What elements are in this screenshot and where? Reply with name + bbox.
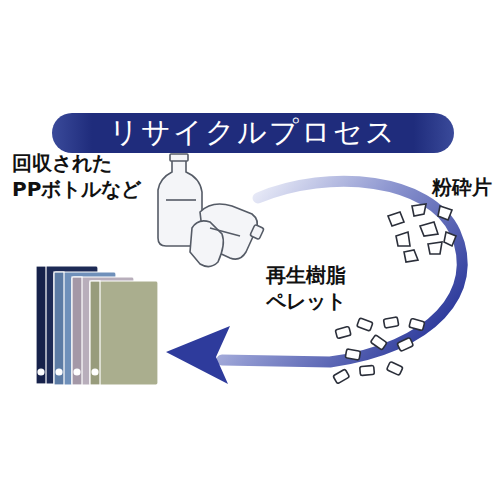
title-band: リサイクルプロセス: [52, 113, 454, 153]
title-text: リサイクルプロセス: [109, 113, 397, 153]
pp-bottles: [158, 154, 264, 267]
source-label: 回収された PPボトルなど: [12, 150, 162, 202]
pellets-label: 再生樹脂 ペレット: [266, 262, 376, 314]
ring-binders: [36, 266, 158, 385]
arrow-head: [166, 326, 230, 384]
cycle-arrow: [222, 181, 462, 362]
flakes-label: 粉砕片: [432, 174, 492, 200]
crushed-flakes: [388, 204, 456, 262]
resin-pellets: [333, 317, 425, 384]
